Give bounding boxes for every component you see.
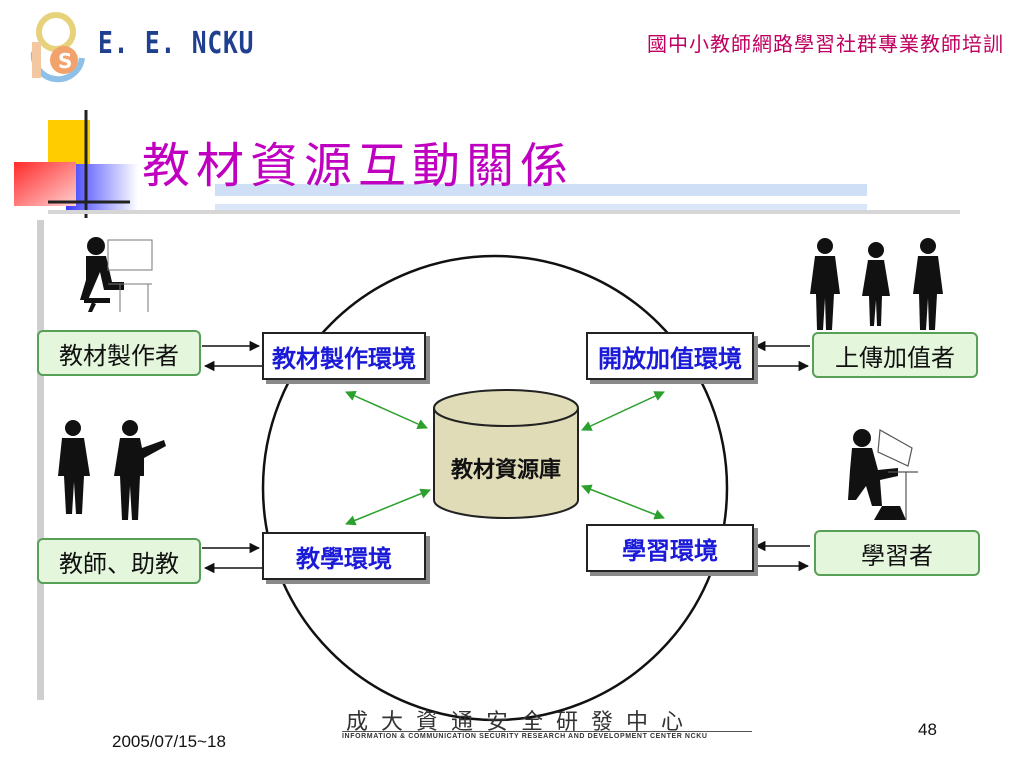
connector-teaching: [345, 488, 431, 526]
env-learning: 學習環境: [586, 524, 754, 572]
connector-authoring: [345, 391, 428, 429]
logo-text: E. E. NCKU: [98, 26, 255, 61]
footer-date: 2005/07/15~18: [112, 732, 226, 751]
role-author: 教材製作者: [37, 330, 201, 376]
env-open-value-add: 開放加值環境: [586, 332, 754, 380]
uploader-silhouettes: [810, 238, 943, 330]
env-teaching: 教學環境: [262, 532, 426, 580]
interaction-circle: [261, 254, 729, 722]
left-bar: [37, 220, 44, 700]
connector-learning: [581, 484, 665, 520]
footer-org-name-en: INFORMATION & COMMUNICATION SECURITY RES…: [342, 733, 708, 740]
desk-outline: [107, 239, 153, 312]
author-silhouette: [80, 237, 124, 312]
header-title: 國中小教師網路學習社群專業教師培訓: [647, 32, 1004, 56]
role-learner: 學習者: [814, 530, 980, 576]
role-teacher: 教師、助教: [37, 538, 201, 584]
svg-text:S: S: [58, 49, 72, 73]
connector-open: [581, 391, 665, 431]
footer-org-name: 成大資通安全研發中心: [346, 710, 697, 735]
footer-rule: [342, 731, 752, 732]
page-number: 48: [918, 720, 937, 739]
learner-silhouette: [848, 429, 906, 520]
database-label: 教材資源庫: [450, 458, 561, 483]
teacher-silhouettes: [58, 420, 166, 520]
slide-title: 教材資源互動關係: [142, 138, 575, 194]
isd-logo: S: [30, 12, 85, 83]
title-decoration: [14, 110, 960, 218]
role-uploader: 上傳加值者: [812, 332, 978, 378]
database-cylinder: [433, 389, 579, 519]
learner-desk: [877, 429, 918, 520]
env-authoring: 教材製作環境: [262, 332, 426, 380]
